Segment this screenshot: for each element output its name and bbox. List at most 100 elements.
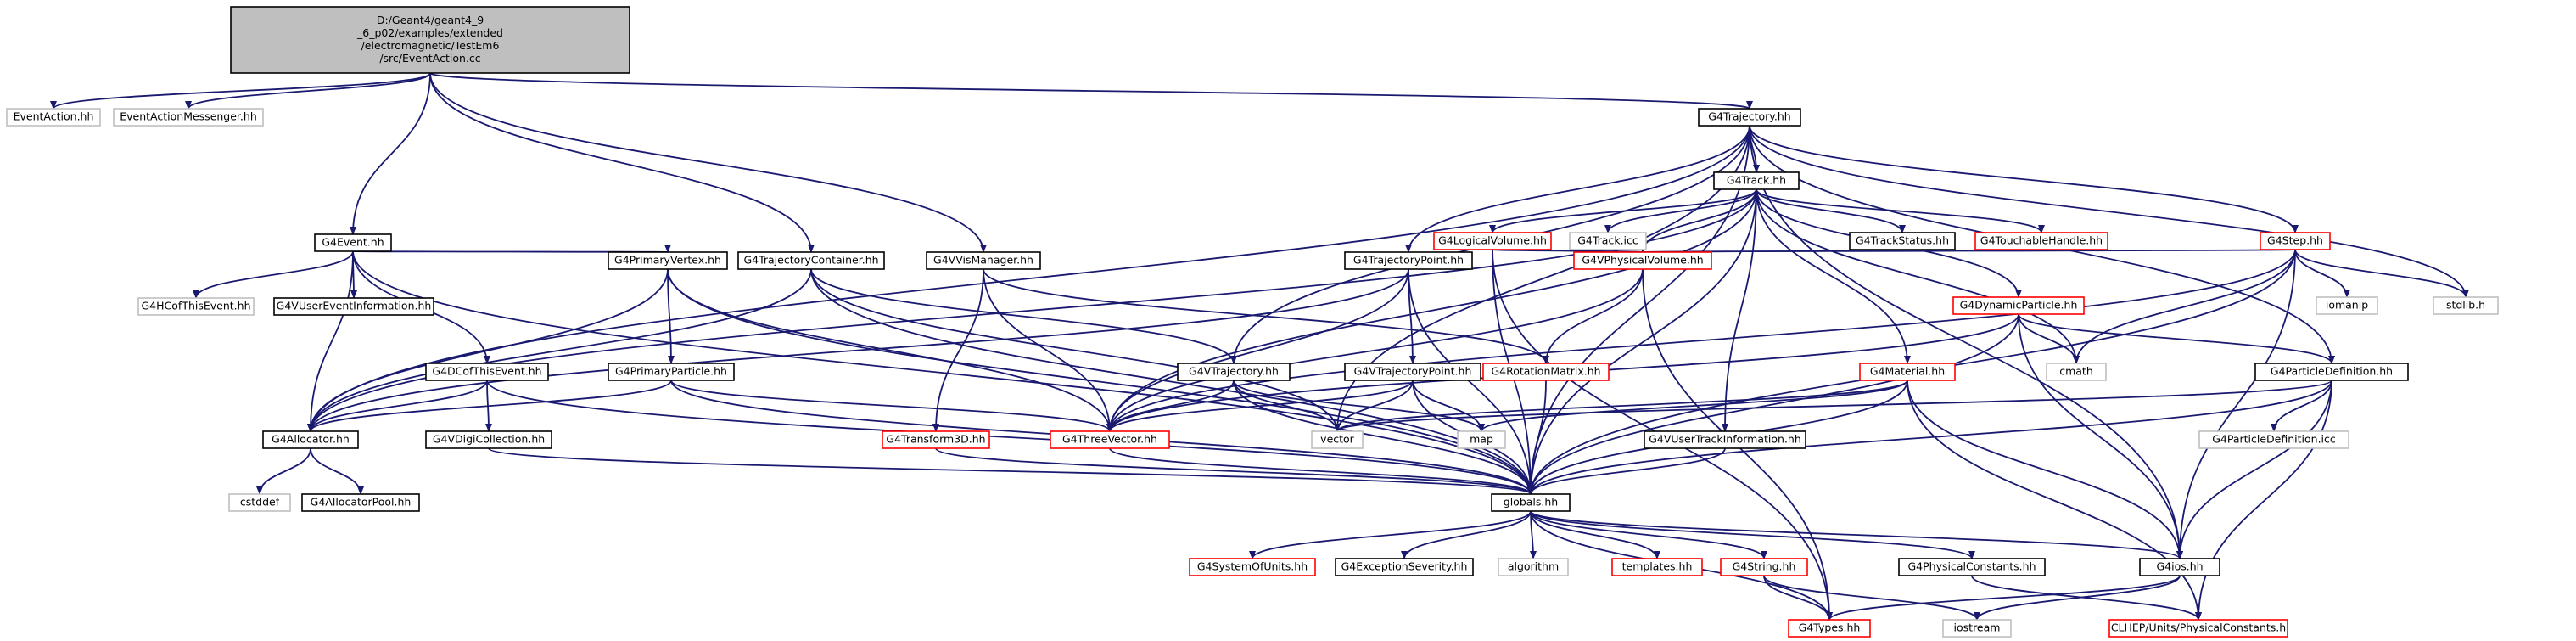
node-root[interactable]: D:/Geant4/geant4_9_6_p02/examples/extend… xyxy=(230,6,630,74)
node-label-g4dynamicparticle: G4DynamicParticle.hh xyxy=(1960,299,2078,312)
edge-g4primaryvertex-to-globals xyxy=(667,268,1534,495)
node-g4trajectorypoint[interactable]: G4TrajectoryPoint.hh xyxy=(1344,251,1473,270)
node-box-g4systemofunits xyxy=(1189,558,1316,576)
node-g4ios[interactable]: G4ios.hh xyxy=(2139,558,2220,576)
node-g4vdigicollection[interactable]: G4VDigiCollection.hh xyxy=(425,430,552,449)
node-g4vusereventinformation[interactable]: G4VUserEventInformation.hh xyxy=(273,297,434,316)
node-box-g4hcofthisevent xyxy=(137,297,255,316)
edge-globals-to-g4ios xyxy=(1530,510,2183,559)
node-algorithm: algorithm xyxy=(1498,558,1569,576)
node-g4particledefinition[interactable]: G4ParticleDefinition.hh xyxy=(2254,363,2409,381)
node-iostream: iostream xyxy=(1942,619,2012,638)
node-g4physicalconstants[interactable]: G4PhysicalConstants.hh xyxy=(1898,558,2046,576)
node-g4touchablehandle[interactable]: G4TouchableHandle.hh xyxy=(1974,232,2108,250)
edge-g4track-to-g4threevector xyxy=(1106,188,1757,432)
node-g4logicalvolume[interactable]: G4LogicalVolume.hh xyxy=(1433,232,1552,250)
node-label-g4physicalconstants: G4PhysicalConstants.hh xyxy=(1907,560,2036,573)
edge-g4track-to-g4touchablehandle xyxy=(1756,188,2045,233)
node-box-g4trajectorypoint xyxy=(1344,251,1473,270)
node-g4step[interactable]: G4Step.hh xyxy=(2260,232,2331,250)
edge-g4dynamicparticle-to-g4ios xyxy=(2018,313,2183,559)
edge-g4material-to-map xyxy=(1478,380,1908,432)
node-box-g4transform3d xyxy=(882,430,990,449)
node-g4vphysicalvolume[interactable]: G4VPhysicalVolume.hh xyxy=(1573,251,1712,270)
node-box-g4rotationmatrix xyxy=(1482,363,1610,381)
node-templates[interactable]: templates.hh xyxy=(1611,558,1703,576)
node-g4allocatorpool[interactable]: G4AllocatorPool.hh xyxy=(301,493,420,512)
node-eventaction: EventAction.hh xyxy=(6,108,101,127)
node-g4event[interactable]: G4Event.hh xyxy=(314,233,392,252)
edge-globals-to-templates xyxy=(1530,510,1660,559)
node-label-g4vdigicollection: G4VDigiCollection.hh xyxy=(433,433,545,446)
node-clhepphysicalconstants[interactable]: CLHEP/Units/PhysicalConstants.h xyxy=(2108,619,2288,638)
node-globals[interactable]: globals.hh xyxy=(1491,493,1571,512)
node-g4string[interactable]: G4String.hh xyxy=(1720,558,1808,576)
node-g4vtrajectory[interactable]: G4VTrajectory.hh xyxy=(1177,363,1291,381)
node-g4primaryvertex[interactable]: G4PrimaryVertex.hh xyxy=(608,251,728,270)
node-label-g4rotationmatrix: G4RotationMatrix.hh xyxy=(1491,365,1600,378)
node-g4rotationmatrix[interactable]: G4RotationMatrix.hh xyxy=(1482,363,1610,381)
node-g4allocator[interactable]: G4Allocator.hh xyxy=(262,430,359,449)
edge-g4trajectory-to-g4step xyxy=(1749,125,2299,233)
node-g4track[interactable]: G4Track.hh xyxy=(1713,171,1800,190)
node-box-iomanip xyxy=(2316,296,2378,315)
node-g4vtrajectorypoint[interactable]: G4VTrajectoryPoint.hh xyxy=(1344,363,1481,381)
edge-g4track-to-g4allocator xyxy=(307,188,1757,432)
edge-g4dcofthisevent-to-globals xyxy=(486,380,1534,495)
node-g4primaryparticle[interactable]: G4PrimaryParticle.hh xyxy=(608,363,735,381)
node-label-g4vusertrackinformation: G4VUserTrackInformation.hh xyxy=(1649,433,1801,446)
node-g4exceptionseverity[interactable]: G4ExceptionSeverity.hh xyxy=(1335,558,1474,576)
node-g4types[interactable]: G4Types.hh xyxy=(1788,619,1871,638)
node-box-g4event xyxy=(314,233,392,252)
edge-g4track-to-g4vusertrackinformation xyxy=(1722,188,1757,432)
node-label-stdlib: stdlib.h xyxy=(2446,299,2485,312)
node-box-g4ios xyxy=(2139,558,2220,576)
edge-g4dynamicparticle-to-cmath xyxy=(2018,313,2080,364)
edge-g4particledefinition-to-vector xyxy=(1334,380,2332,432)
edge-globals-to-g4exceptionseverity xyxy=(1401,510,1532,559)
edge-g4vvismanager-to-g4threevector xyxy=(983,268,1113,432)
node-g4transform3d[interactable]: G4Transform3D.hh xyxy=(882,430,990,449)
edge-g4string-to-g4types xyxy=(1763,575,1833,621)
node-label-g4primaryparticle: G4PrimaryParticle.hh xyxy=(615,365,727,378)
node-g4systemofunits[interactable]: G4SystemOfUnits.hh xyxy=(1189,558,1316,576)
node-g4dynamicparticle[interactable]: G4DynamicParticle.hh xyxy=(1952,296,2085,315)
node-g4vvismanager[interactable]: G4VVisManager.hh xyxy=(926,251,1041,270)
edge-g4trajectorycontainer-to-g4vtrajectory xyxy=(810,268,1237,364)
node-box-g4trackicc xyxy=(1569,232,1647,250)
node-box-g4step xyxy=(2260,232,2331,250)
node-g4trajectory[interactable]: G4Trajectory.hh xyxy=(1698,108,1801,127)
node-g4vusertrackinformation[interactable]: G4VUserTrackInformation.hh xyxy=(1644,430,1806,449)
edge-g4step-to-stdlib xyxy=(2294,249,2469,298)
edge-root-to-eventactionmessenger xyxy=(185,72,431,110)
edge-g4trajectorypoint-to-globals xyxy=(1408,268,1534,495)
node-stdlib: stdlib.h xyxy=(2433,296,2499,315)
node-label-g4allocatorpool: G4AllocatorPool.hh xyxy=(311,496,412,509)
edge-g4trajectory-to-g4ios xyxy=(1749,125,2183,559)
node-label-g4track: G4Track.hh xyxy=(1727,174,1786,187)
edge-g4step-to-g4threevector xyxy=(1106,249,2296,432)
node-g4dcofthisevent[interactable]: G4DCofThisEvent.hh xyxy=(425,363,549,381)
node-label-g4trackicc: G4Track.icc xyxy=(1577,234,1638,247)
node-label-g4primaryvertex: G4PrimaryVertex.hh xyxy=(614,254,721,267)
node-label-g4trackstatus: G4TrackStatus.hh xyxy=(1856,234,1949,247)
node-label-eventaction: EventAction.hh xyxy=(14,110,94,123)
edge-g4dynamicparticle-to-globals xyxy=(1527,313,2019,495)
edge-g4particledefinition-to-globals xyxy=(1527,380,2332,495)
node-label-root: /src/EventAction.cc xyxy=(379,52,480,65)
node-g4material[interactable]: G4Material.hh xyxy=(1859,363,1956,381)
node-g4trajectorycontainer[interactable]: G4TrajectoryContainer.hh xyxy=(737,251,885,270)
node-g4trackstatus[interactable]: G4TrackStatus.hh xyxy=(1849,232,1956,250)
node-label-g4systemofunits: G4SystemOfUnits.hh xyxy=(1197,560,1308,573)
edge-g4vtrajectory-to-vector xyxy=(1233,380,1341,432)
node-g4threevector[interactable]: G4ThreeVector.hh xyxy=(1050,430,1170,449)
node-box-iostream xyxy=(1942,619,2012,638)
node-label-cmath: cmath xyxy=(2059,365,2093,378)
node-box-templates xyxy=(1611,558,1703,576)
edge-g4vusertrackinformation-to-globals xyxy=(1527,447,1726,495)
edge-globals-to-algorithm xyxy=(1529,510,1537,559)
edge-g4vphysicalvolume-to-g4rotationmatrix xyxy=(1543,268,1644,364)
edge-g4trajectory-to-vector xyxy=(1334,125,1750,432)
edge-g4vtrajectorypoint-to-vector xyxy=(1334,380,1414,432)
